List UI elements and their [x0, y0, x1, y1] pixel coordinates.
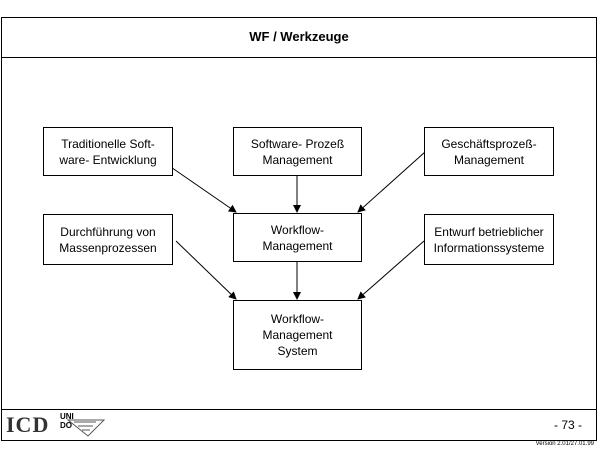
edge-mass-processes-to-system [175, 240, 237, 300]
node-mass-processes: Durchführung von Massenprozessen [43, 214, 173, 265]
icd-logo-text: ICD [6, 412, 50, 437]
page-number: - 73 - [553, 418, 582, 432]
node-business-process-management: Geschäftsprozeß- Management [424, 127, 554, 176]
edge-traditional-to-workflow [164, 162, 237, 213]
slide-body [2, 58, 596, 410]
node-traditional-software-development: Traditionelle Soft- ware- Entwicklung [43, 127, 173, 176]
node-workflow-management-system: Workflow- Management System [233, 300, 362, 370]
node-operational-information-systems-design: Entwurf betrieblicher Informationssystem… [424, 214, 554, 265]
slide-frame: WF / Werkzeuge [1, 17, 597, 441]
slide-header: WF / Werkzeuge [2, 18, 596, 58]
edge-business-process-to-workflow [357, 151, 426, 213]
slide-title: WF / Werkzeuge [249, 29, 349, 44]
node-workflow-management: Workflow- Management [233, 213, 362, 262]
node-software-process-management: Software- Prozeß Management [233, 127, 362, 176]
edge-design-to-system [357, 240, 425, 300]
version-label: Version 2.01/27.01.99 [535, 441, 594, 447]
uni-logo-emblem-icon [66, 419, 106, 437]
uni-do-logo-text: UNI DO [60, 412, 74, 430]
